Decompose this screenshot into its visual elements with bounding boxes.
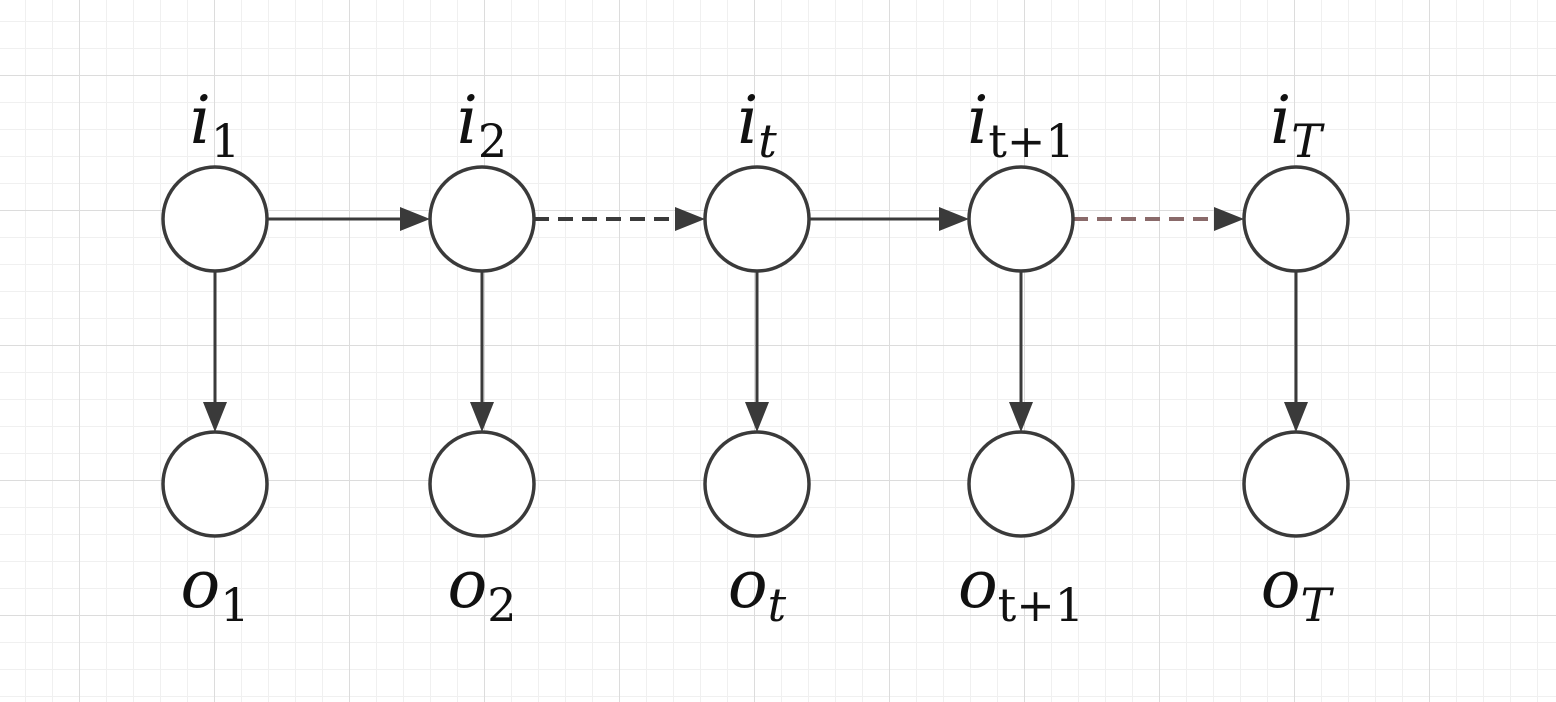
hidden-node-it xyxy=(703,165,811,273)
transition-it1-iT xyxy=(1073,207,1244,231)
arrowhead xyxy=(939,207,969,231)
label-subscript: t+1 xyxy=(998,578,1084,632)
observed-label-o1: o1 xyxy=(180,546,249,632)
arrowhead xyxy=(203,402,227,432)
observed-node-oT xyxy=(1242,430,1350,538)
arrowhead xyxy=(675,207,705,231)
emission-it-ot xyxy=(745,271,769,432)
observed-label-oT: oT xyxy=(1261,546,1335,632)
observed-node-ot1 xyxy=(967,430,1075,538)
hidden-node-it1 xyxy=(967,165,1075,273)
arrowhead xyxy=(1284,402,1308,432)
transition-i1-i2 xyxy=(267,207,430,231)
transition-it-it1 xyxy=(809,207,969,231)
emission-iT-oT xyxy=(1284,271,1308,432)
label-base: i xyxy=(967,82,988,159)
emission-i1-o1 xyxy=(203,271,227,432)
label-base: o xyxy=(447,546,487,623)
hidden-node-i1 xyxy=(161,165,269,273)
label-subscript: T xyxy=(1301,578,1335,632)
observed-label-o2: o2 xyxy=(447,546,516,632)
label-subscript: t xyxy=(768,578,787,632)
label-base: o xyxy=(958,546,998,623)
emission-i2-o2 xyxy=(470,271,494,432)
label-base: i xyxy=(737,82,758,159)
label-base: i xyxy=(190,82,211,159)
observed-label-ot1: ot+1 xyxy=(958,546,1084,632)
label-subscript: t+1 xyxy=(988,114,1074,168)
label-subscript: 2 xyxy=(478,114,507,168)
label-subscript: T xyxy=(1291,114,1325,168)
observed-node-o1 xyxy=(161,430,269,538)
edges xyxy=(203,207,1308,432)
emission-it1-ot1 xyxy=(1009,271,1033,432)
arrowhead xyxy=(745,402,769,432)
arrowhead xyxy=(1214,207,1244,231)
arrowhead xyxy=(400,207,430,231)
hidden-label-i1: i1 xyxy=(190,82,240,168)
observed-node-ot xyxy=(703,430,811,538)
arrowhead xyxy=(470,402,494,432)
arrowhead xyxy=(1009,402,1033,432)
hidden-node-iT xyxy=(1242,165,1350,273)
label-subscript: 1 xyxy=(220,578,249,632)
label-subscript: 2 xyxy=(487,578,516,632)
label-subscript: t xyxy=(758,114,777,168)
hidden-label-it1: it+1 xyxy=(967,82,1074,168)
observed-label-ot: ot xyxy=(728,546,787,632)
observed-node-o2 xyxy=(428,430,536,538)
hidden-node-i2 xyxy=(428,165,536,273)
hidden-label-iT: iT xyxy=(1270,82,1325,168)
hidden-label-it: it xyxy=(737,82,777,168)
label-base: i xyxy=(1270,82,1291,159)
label-base: o xyxy=(1261,546,1301,623)
label-base: i xyxy=(457,82,478,159)
label-subscript: 1 xyxy=(211,114,240,168)
nodes xyxy=(161,165,1350,538)
hidden-label-i2: i2 xyxy=(457,82,507,168)
label-base: o xyxy=(180,546,220,623)
transition-i2-it xyxy=(534,207,705,231)
label-base: o xyxy=(728,546,768,623)
